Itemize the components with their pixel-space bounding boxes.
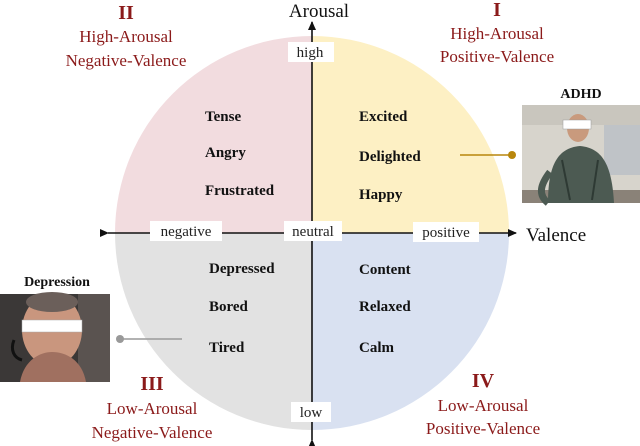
quadrant-2-fill [115, 36, 312, 233]
axis-label-low: low [300, 405, 323, 421]
emotion-depressed: Depressed [209, 261, 275, 277]
adhd-label: ADHD [560, 87, 601, 102]
axis-label-high: high [297, 45, 324, 61]
quadrant-4-fill [312, 233, 509, 430]
quadrant-1-fill [312, 36, 509, 233]
quadrant-1-title-line1: High-Arousal [450, 24, 544, 43]
depression-photo [0, 292, 110, 382]
emotion-angry: Angry [205, 145, 246, 161]
axis-label-neutral: neutral [292, 224, 334, 240]
arousal-title: Arousal [289, 1, 349, 22]
axis-label-negative: negative [161, 224, 212, 240]
depression-connector-dot [116, 335, 124, 343]
adhd-photo [522, 105, 640, 206]
quadrant-2-numeral: II [118, 2, 134, 24]
emotion-content: Content [359, 262, 411, 278]
emotion-tired: Tired [209, 340, 245, 356]
axis-label-positive: positive [422, 225, 470, 241]
emotion-calm: Calm [359, 340, 395, 356]
quadrant-1-title-line2: Positive-Valence [440, 47, 554, 66]
quadrant-4-title-line2: Positive-Valence [426, 419, 540, 438]
quadrant-2-title-line1: High-Arousal [79, 27, 173, 46]
adhd-connector-dot [508, 151, 516, 159]
emotion-bored: Bored [209, 299, 249, 315]
depression-label: Depression [24, 275, 90, 290]
quadrant-3-title-line1: Low-Arousal [107, 399, 198, 418]
emotion-relaxed: Relaxed [359, 299, 411, 315]
quadrant-3-numeral: III [140, 373, 164, 395]
emotion-tense: Tense [205, 109, 241, 125]
valence-title: Valence [526, 225, 586, 246]
quadrant-1-numeral: I [493, 0, 501, 21]
emotion-happy: Happy [359, 187, 403, 203]
emotion-excited: Excited [359, 109, 408, 125]
emotion-frustrated: Frustrated [205, 183, 275, 199]
quadrant-2-title-line2: Negative-Valence [66, 51, 187, 70]
quadrant-3-fill [115, 233, 312, 430]
quadrant-4-title-line1: Low-Arousal [438, 396, 529, 415]
emotion-delighted: Delighted [359, 149, 421, 165]
quadrant-4-numeral: IV [472, 370, 495, 392]
quadrant-3-title-line2: Negative-Valence [92, 423, 213, 442]
